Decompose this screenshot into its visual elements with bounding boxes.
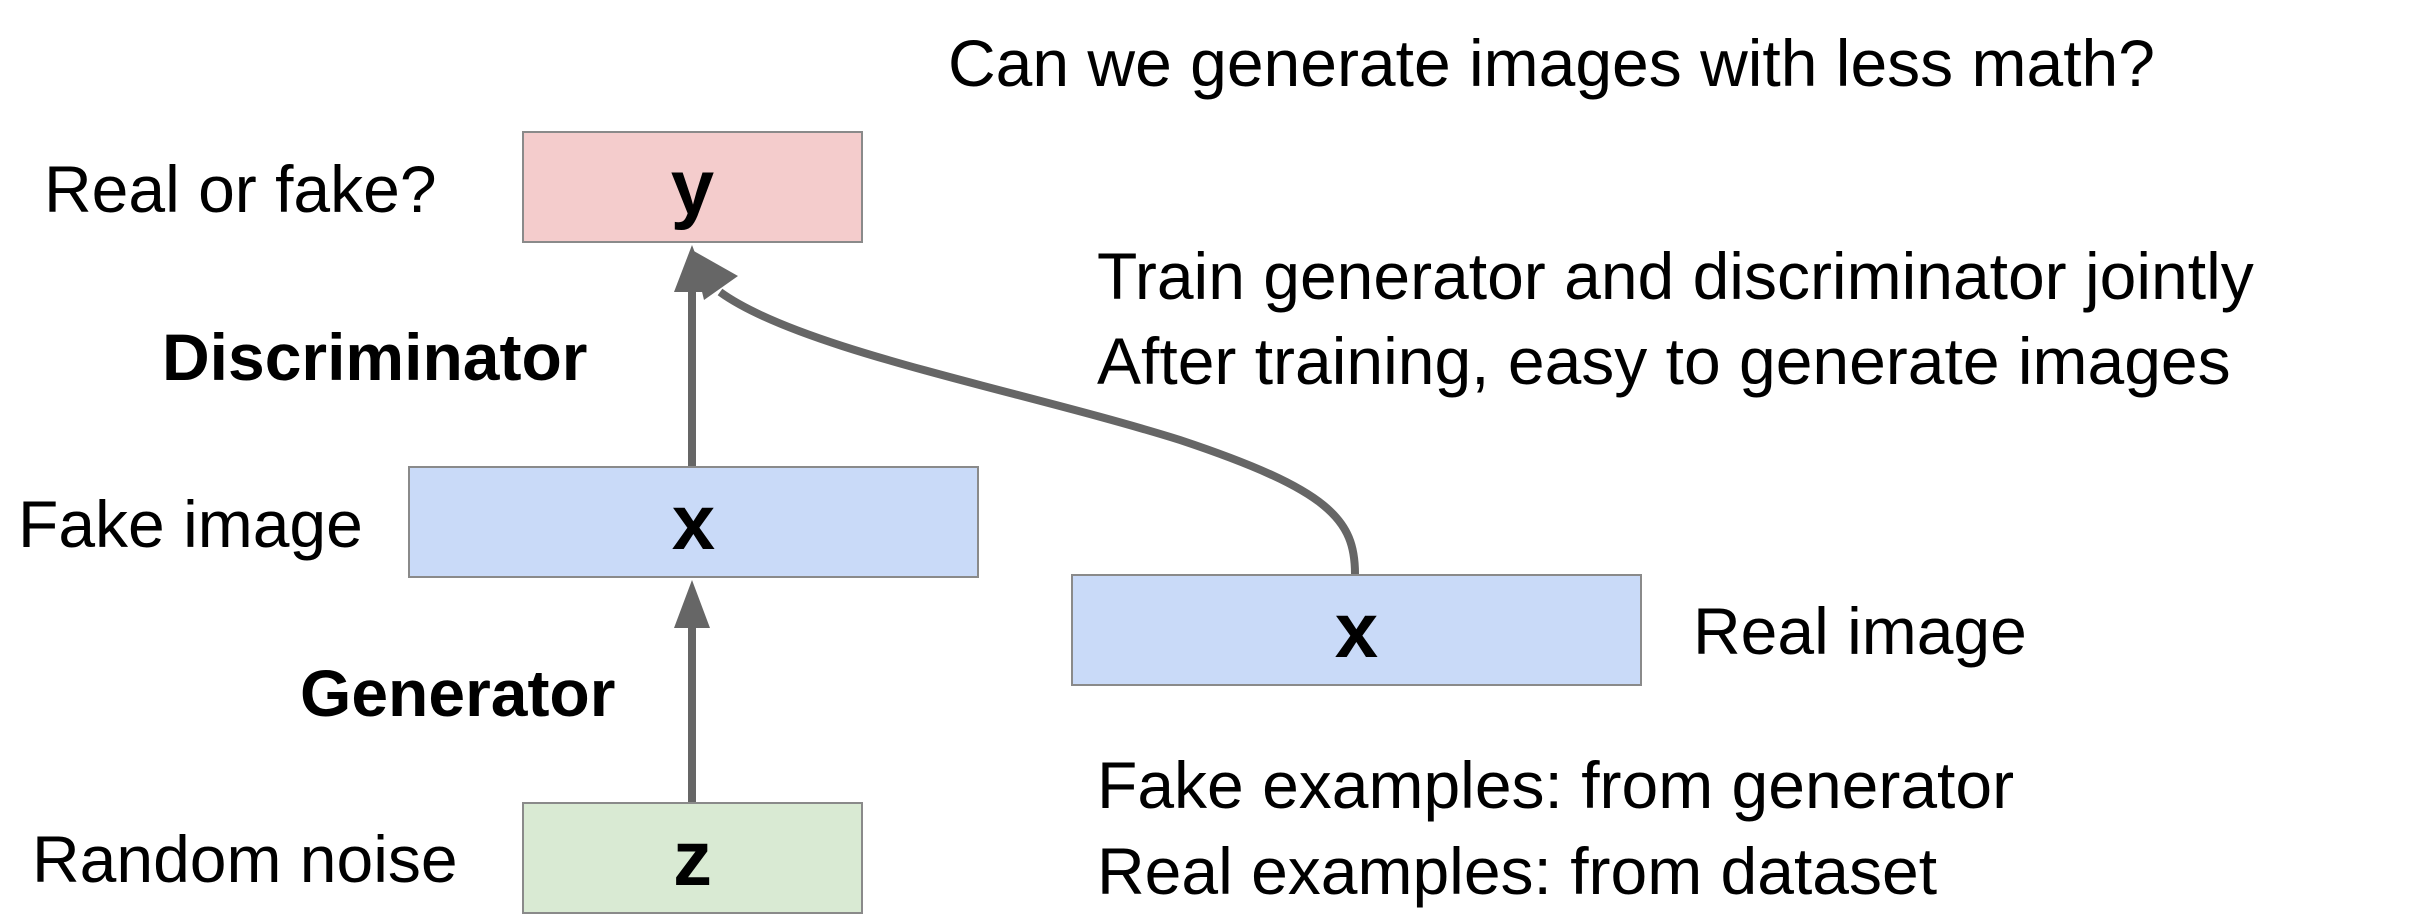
noise-z-box: z bbox=[522, 802, 863, 914]
output-y-symbol: y bbox=[670, 143, 715, 231]
diagram-title: Can we generate images with less math? bbox=[948, 26, 2155, 100]
discriminator-label: Discriminator bbox=[162, 320, 588, 394]
random-noise-label: Random noise bbox=[32, 822, 458, 896]
examples-note-line-2: Real examples: from dataset bbox=[1097, 834, 1938, 908]
real-image-x-box: x bbox=[1071, 574, 1642, 686]
training-note-line-2: After training, easy to generate images bbox=[1097, 324, 2231, 398]
examples-note-line-1: Fake examples: from generator bbox=[1097, 748, 2015, 822]
real-or-fake-label: Real or fake? bbox=[44, 152, 437, 226]
training-note-line-1: Train generator and discriminator jointl… bbox=[1097, 239, 2254, 313]
output-y-box: y bbox=[522, 131, 863, 243]
fake-image-x-symbol: x bbox=[671, 478, 716, 566]
generator-label: Generator bbox=[300, 656, 616, 730]
generator-arrow bbox=[674, 580, 710, 802]
fake-image-x-box: x bbox=[408, 466, 979, 578]
noise-z-symbol: z bbox=[673, 814, 712, 902]
discriminator-arrow bbox=[674, 245, 710, 466]
real-image-x-symbol: x bbox=[1334, 586, 1379, 674]
fake-image-label: Fake image bbox=[18, 487, 363, 561]
real-image-label: Real image bbox=[1693, 594, 2027, 668]
